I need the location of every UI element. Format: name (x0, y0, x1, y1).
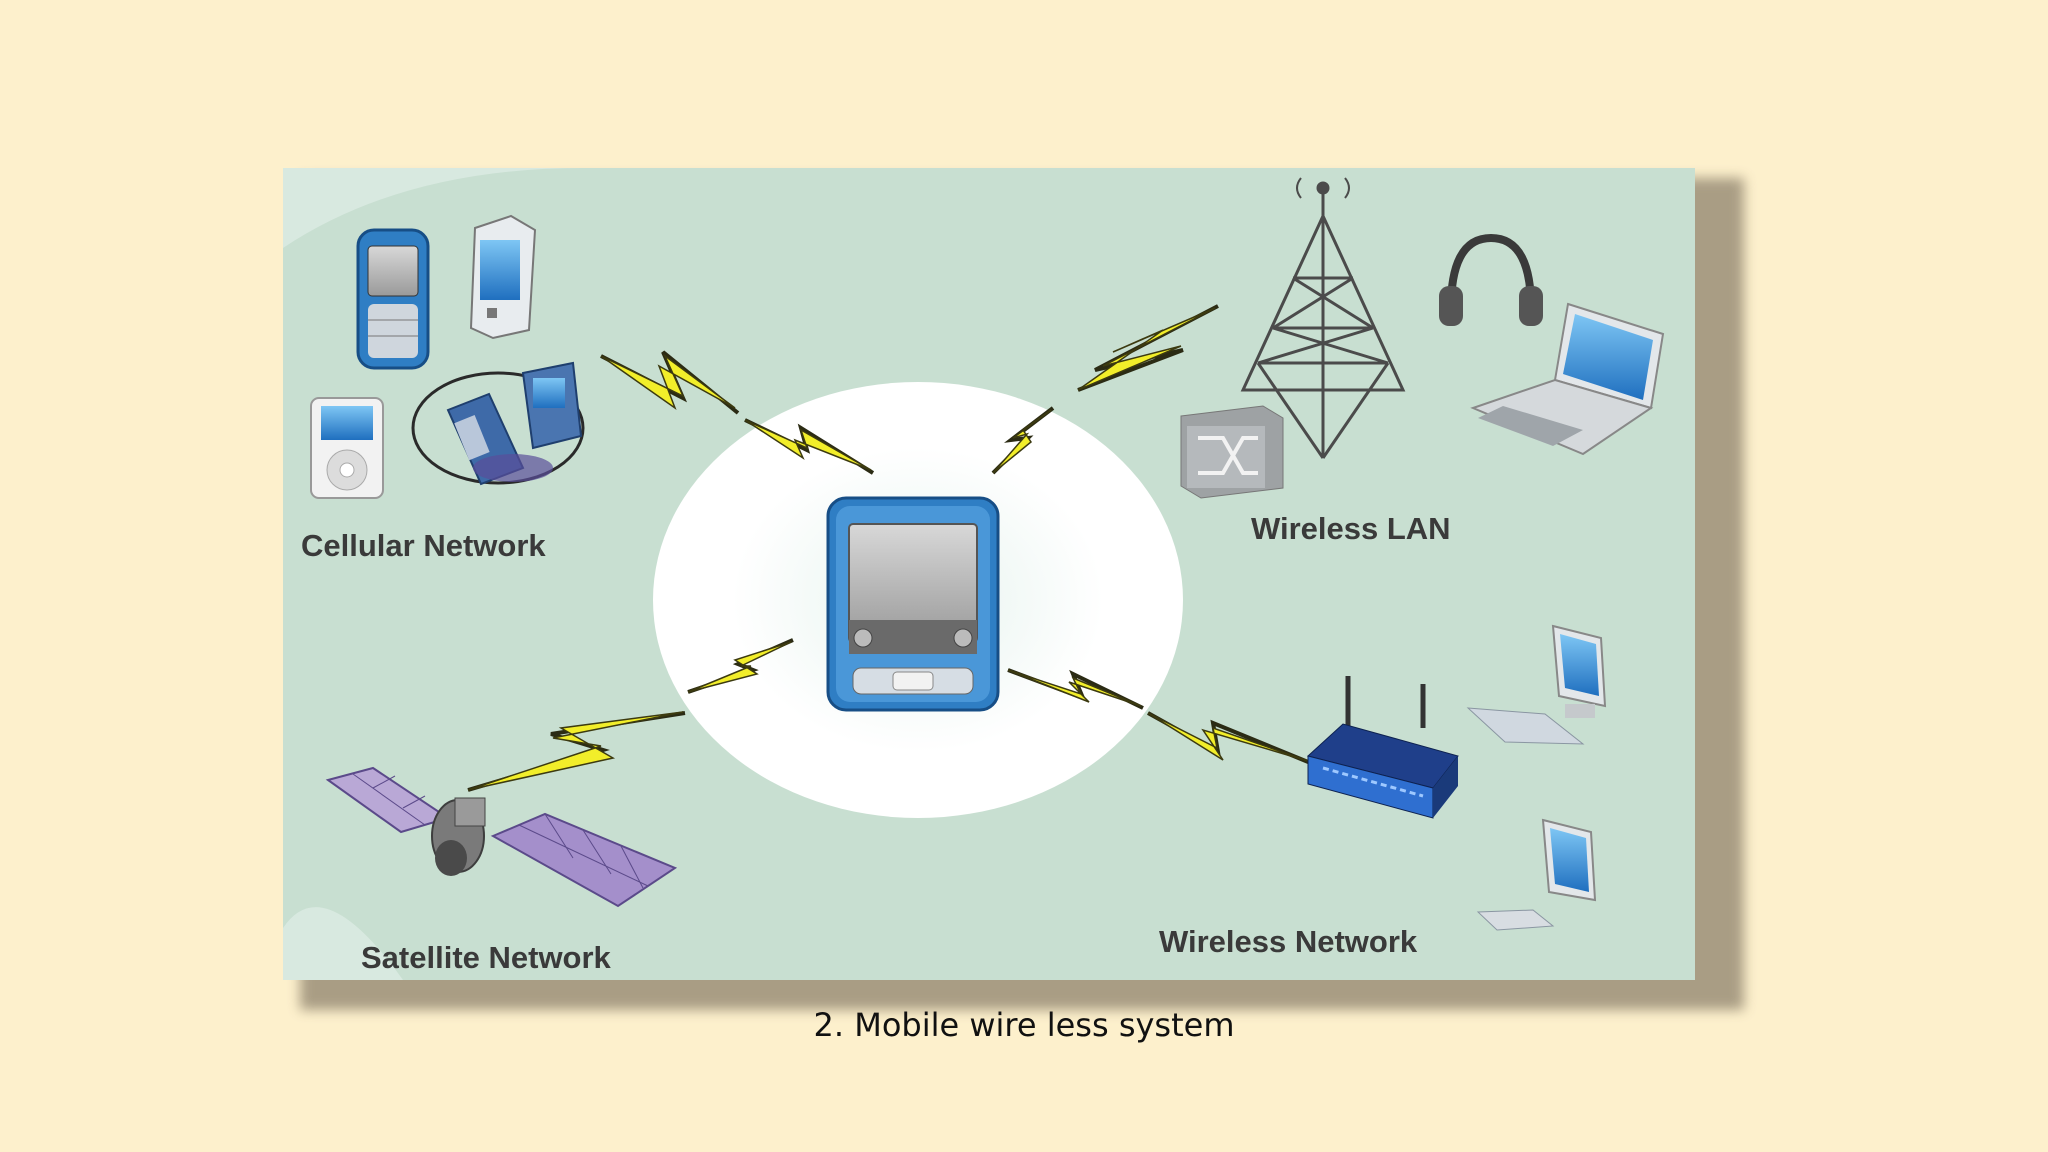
figure-caption: 2. Mobile wire less system (813, 1006, 1235, 1044)
link-satellite (467, 638, 794, 792)
label-wireless-network: Wireless Network (1159, 924, 1418, 959)
label-satellite-network: Satellite Network (361, 940, 612, 975)
satellite-icon (325, 766, 678, 908)
light-streak (283, 907, 403, 980)
router-icon (1306, 676, 1459, 819)
antenna-tower-icon (1240, 177, 1406, 459)
network-switch-icon (1180, 405, 1284, 499)
light-streak (283, 168, 583, 248)
laptop-icon (1470, 302, 1665, 456)
link-wlan (991, 304, 1219, 475)
pda-icon (826, 496, 1000, 712)
network-diagram: Cellular Network Wireless LAN (283, 168, 1695, 980)
phones-group-icon (411, 361, 585, 486)
label-cellular-network: Cellular Network (301, 528, 546, 563)
cell-phone-icon (356, 228, 430, 370)
link-cellular (600, 350, 875, 475)
mp3-player-icon (310, 397, 384, 499)
smartphone-icon (469, 214, 537, 340)
desktop-computer-icon-2 (1476, 818, 1597, 931)
label-wireless-lan: Wireless LAN (1251, 511, 1451, 546)
desktop-computer-icon (1466, 624, 1607, 745)
headphones-icon (1439, 233, 1543, 326)
